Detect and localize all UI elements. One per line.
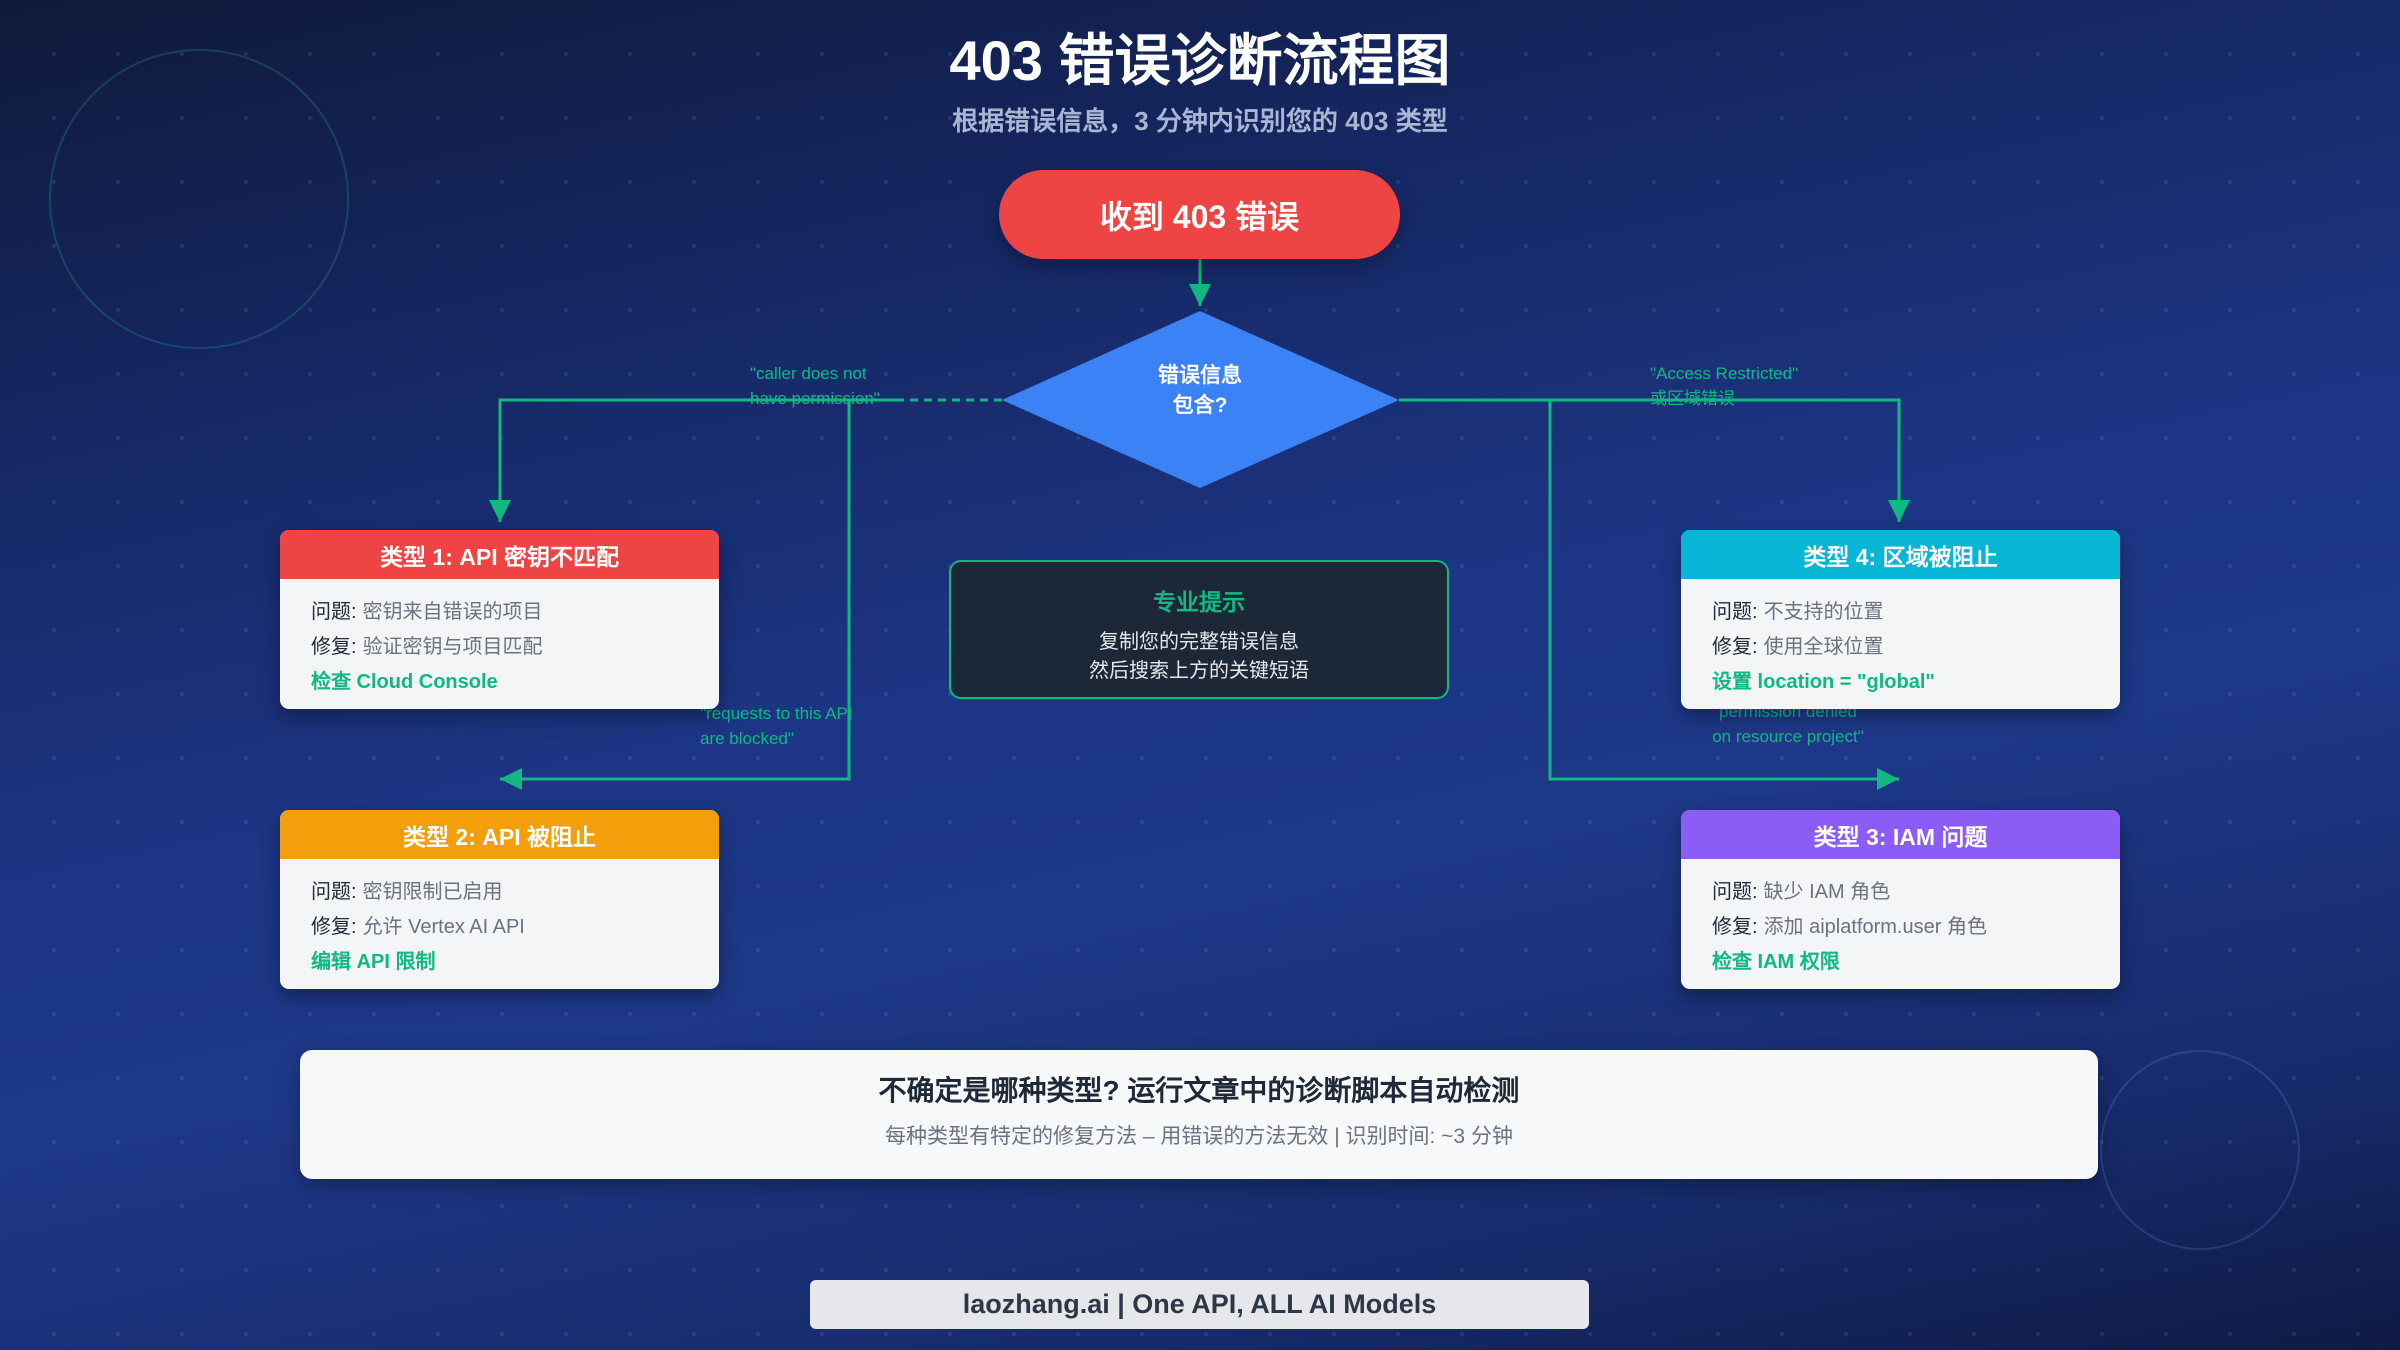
decision-node-label: 错误信息 包含? — [1100, 361, 1300, 421]
problem-label: 问题: — [311, 601, 357, 623]
problem-text: 密钥来自错误的项目 — [362, 601, 543, 623]
connector-to-type-2 — [500, 400, 851, 790]
problem-text: 密钥限制已启用 — [362, 881, 503, 903]
fix-label: 修复: — [1712, 916, 1758, 938]
fix-label: 修复: — [311, 636, 357, 658]
problem-label: 问题: — [1712, 881, 1758, 903]
decision-diamond — [1002, 311, 1399, 488]
action-text: 检查 Cloud Console — [311, 671, 498, 693]
edge-label-blocked: "requests to this API are blocked" — [700, 701, 853, 751]
fix-row: 修复:允许 Vertex AI API — [311, 910, 719, 945]
action-text: 设置 location = "global" — [1712, 671, 1935, 693]
note-subtitle: 每种类型有特定的修复方法 – 用错误的方法无效 | 识别时间: ~3 分钟 — [885, 1125, 1513, 1148]
page-subtitle: 根据错误信息，3 分钟内识别您的 403 类型 — [952, 106, 1448, 136]
action-text: 检查 IAM 权限 — [1712, 951, 1840, 973]
edge-label-line: are blocked" — [700, 729, 794, 748]
action-text: 编辑 API 限制 — [311, 951, 436, 973]
fix-text: 添加 aiplatform.user 角色 — [1763, 916, 1987, 938]
problem-text: 缺少 IAM 角色 — [1763, 881, 1891, 903]
decision-line: 包含? — [1172, 394, 1228, 417]
decorative-circle — [2100, 1050, 2300, 1250]
fix-label: 修复: — [311, 916, 357, 938]
connector-to-type-1 — [489, 398, 898, 522]
tip-line: 复制您的完整错误信息 — [1099, 631, 1299, 653]
card-body: 问题:不支持的位置 修复:使用全球位置 设置 location = "globa… — [1681, 579, 2120, 700]
card-type-2: 类型 2: API 被阻止 问题:密钥限制已启用 修复:允许 Vertex AI… — [280, 810, 719, 989]
edge-label-line: "caller does not — [750, 364, 867, 383]
note-title: 不确定是哪种类型? 运行文章中的诊断脚本自动检测 — [878, 1075, 1520, 1106]
tip-line: 然后搜索上方的关键短语 — [1089, 660, 1309, 682]
problem-row: 问题:密钥限制已启用 — [311, 875, 719, 910]
connector-to-type-4 — [1399, 398, 1910, 522]
problem-row: 问题:密钥来自错误的项目 — [311, 595, 719, 630]
fix-text: 允许 Vertex AI API — [362, 916, 525, 938]
connector-to-type-3 — [1548, 400, 1899, 790]
card-header: 类型 1: API 密钥不匹配 — [280, 530, 719, 579]
card-type-3: 类型 3: IAM 问题 问题:缺少 IAM 角色 修复:添加 aiplatfo… — [1681, 810, 2120, 989]
edge-label-line: on resource project" — [1712, 727, 1864, 746]
page-title: 403 错误诊断流程图 — [949, 29, 1451, 92]
start-node: 收到 403 错误 — [999, 170, 1400, 259]
footer-brand: laozhang.ai | One API, ALL AI Models — [810, 1280, 1589, 1329]
fix-text: 使用全球位置 — [1763, 636, 1884, 658]
card-title: 类型 3: IAM 问题 — [1813, 823, 1988, 850]
fix-row: 修复:验证密钥与项目匹配 — [311, 630, 719, 665]
fix-label: 修复: — [1712, 636, 1758, 658]
fix-row: 修复:添加 aiplatform.user 角色 — [1712, 910, 2120, 945]
card-type-1: 类型 1: API 密钥不匹配 问题:密钥来自错误的项目 修复:验证密钥与项目匹… — [280, 530, 719, 709]
card-body: 问题:密钥来自错误的项目 修复:验证密钥与项目匹配 检查 Cloud Conso… — [280, 579, 719, 700]
bottom-note: 不确定是哪种类型? 运行文章中的诊断脚本自动检测 每种类型有特定的修复方法 – … — [300, 1050, 2098, 1179]
card-title: 类型 1: API 密钥不匹配 — [380, 543, 619, 570]
card-header: 类型 3: IAM 问题 — [1681, 810, 2120, 859]
fix-row: 修复:使用全球位置 — [1712, 630, 2120, 665]
decision-line: 错误信息 — [1158, 364, 1242, 387]
problem-label: 问题: — [1712, 601, 1758, 623]
fix-text: 验证密钥与项目匹配 — [362, 636, 543, 658]
card-body: 问题:密钥限制已启用 修复:允许 Vertex AI API 编辑 API 限制 — [280, 859, 719, 980]
card-header: 类型 4: 区域被阻止 — [1681, 530, 2120, 579]
decorative-circle — [49, 49, 349, 349]
pro-tip-box: 专业提示 复制您的完整错误信息 然后搜索上方的关键短语 — [949, 560, 1449, 699]
card-type-4: 类型 4: 区域被阻止 问题:不支持的位置 修复:使用全球位置 设置 locat… — [1681, 530, 2120, 709]
card-header: 类型 2: API 被阻止 — [280, 810, 719, 859]
start-node-label: 收到 403 错误 — [1099, 198, 1300, 235]
card-title: 类型 2: API 被阻止 — [403, 823, 596, 850]
problem-label: 问题: — [311, 881, 357, 903]
card-title: 类型 4: 区域被阻止 — [1803, 543, 1998, 570]
card-body: 问题:缺少 IAM 角色 修复:添加 aiplatform.user 角色 检查… — [1681, 859, 2120, 980]
problem-text: 不支持的位置 — [1763, 601, 1884, 623]
problem-row: 问题:缺少 IAM 角色 — [1712, 875, 2120, 910]
edge-label-line: "Access Restricted" — [1650, 364, 1799, 383]
edge-label-line: "requests to this API — [700, 704, 853, 723]
problem-row: 问题:不支持的位置 — [1712, 595, 2120, 630]
tip-title: 专业提示 — [1153, 589, 1245, 615]
